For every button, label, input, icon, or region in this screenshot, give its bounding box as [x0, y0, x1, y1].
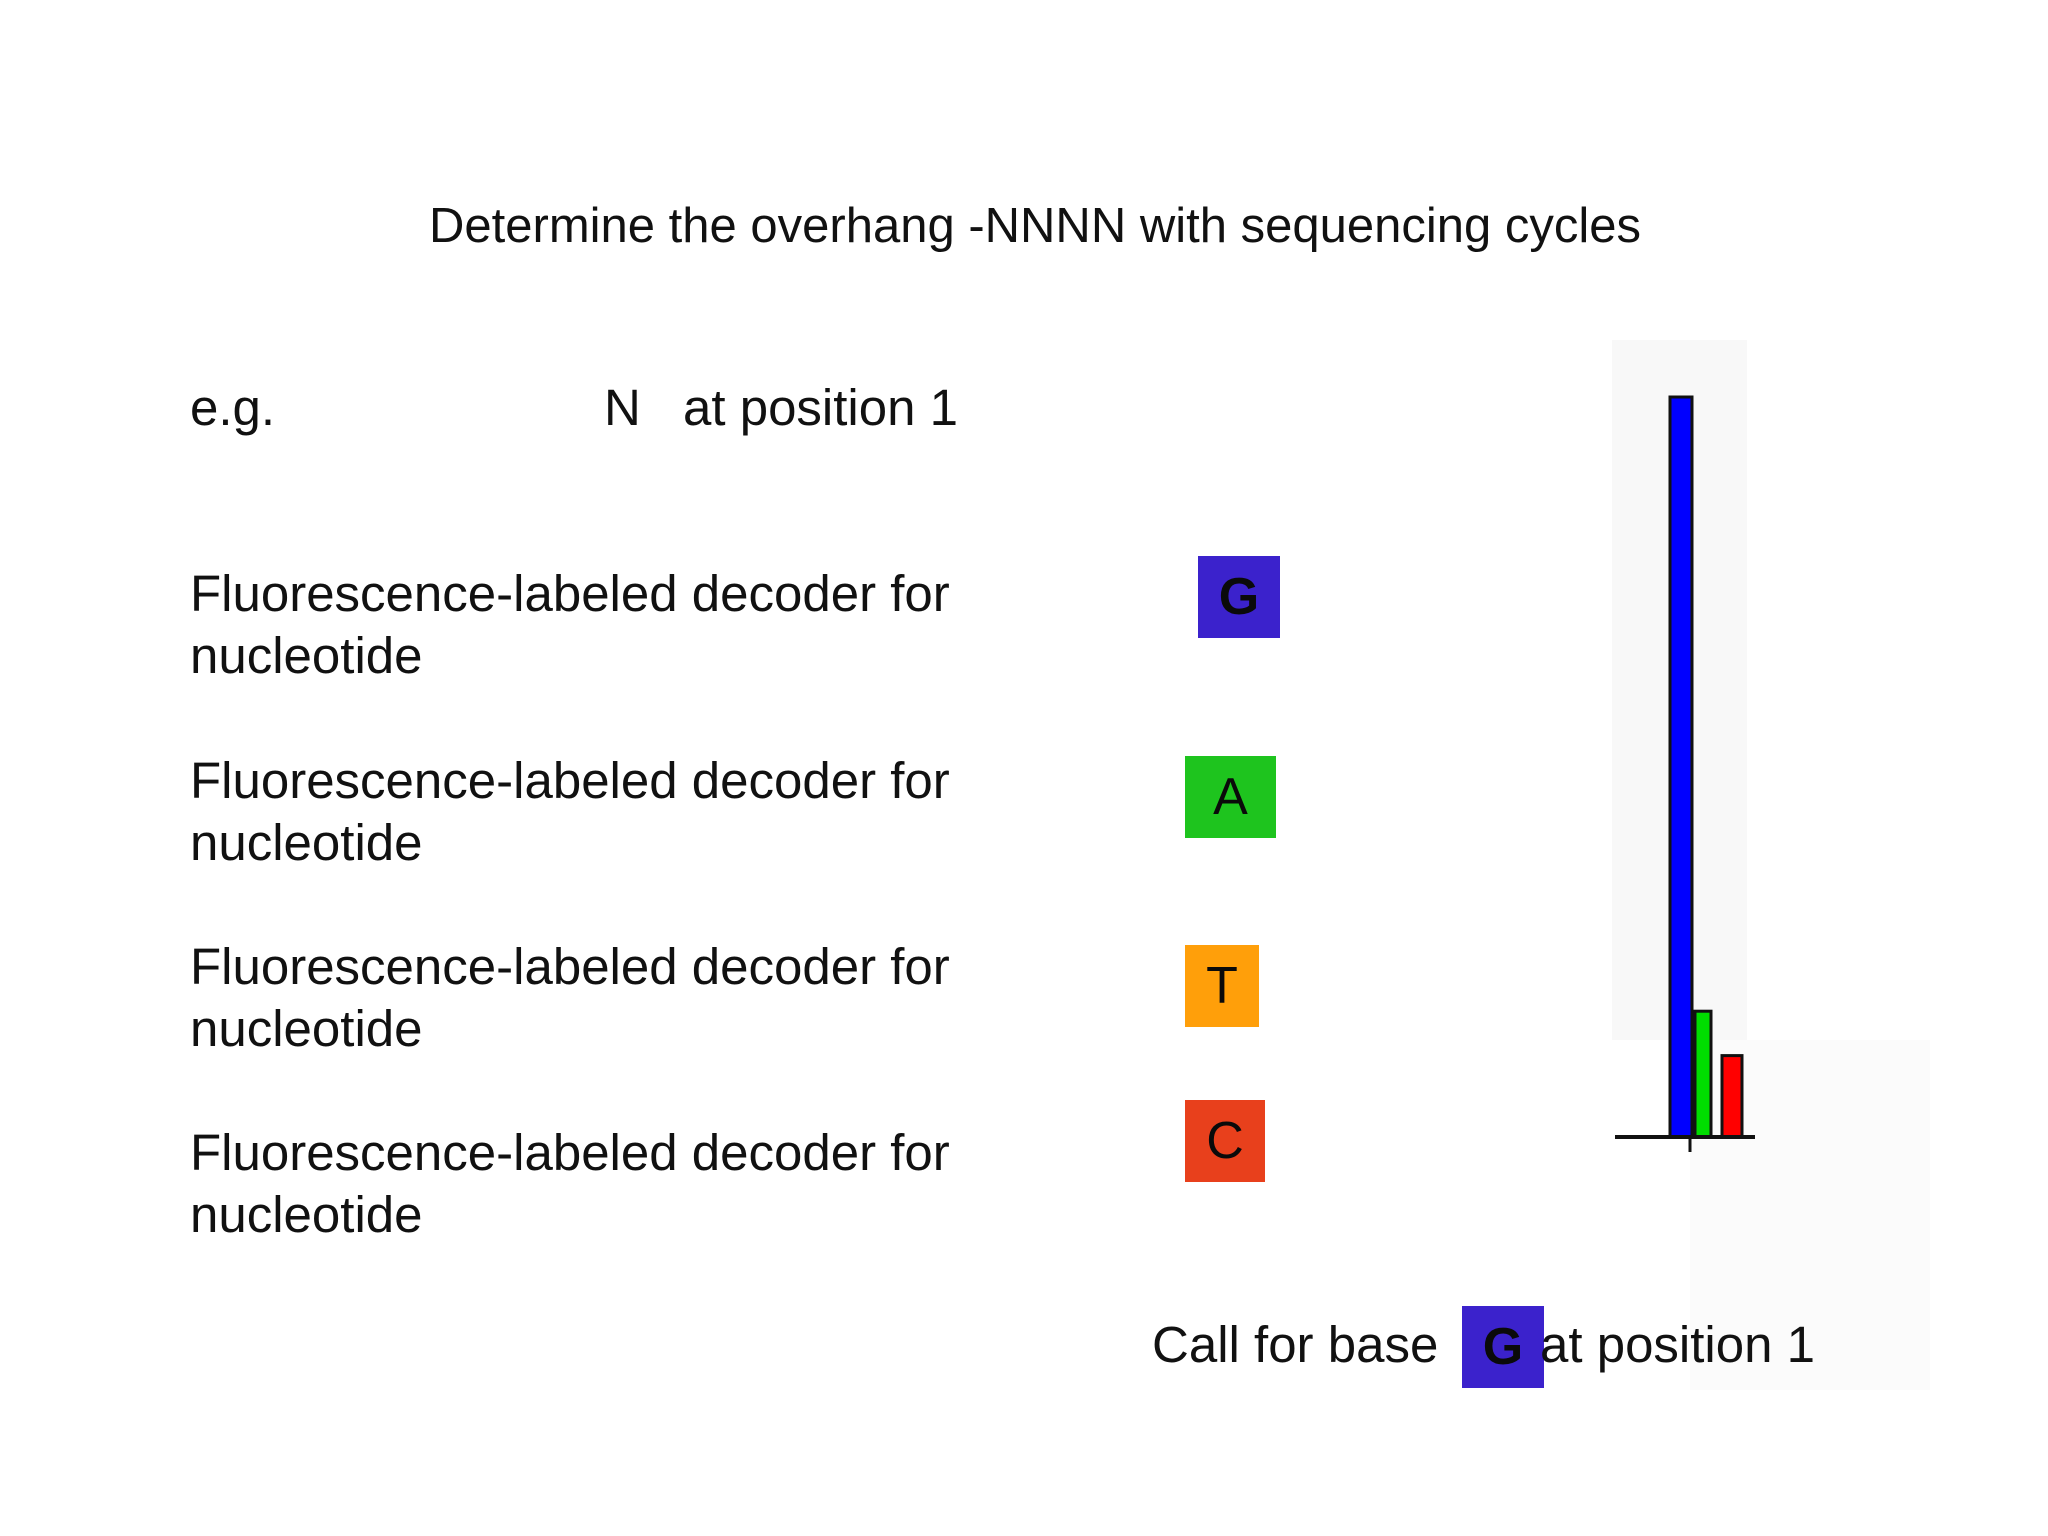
example-label: e.g. [190, 379, 276, 436]
call-suffix: at position 1 [1540, 1316, 1816, 1373]
slide-title: Determine the overhang -NNNN with sequen… [429, 199, 1641, 253]
decoder-text-line2: nucleotide [190, 814, 423, 871]
decoder-text-line2: nucleotide [190, 1000, 423, 1057]
base-badge-a: A [1185, 756, 1276, 838]
decoder-text-line1: Fluorescence-labeled decoder for [190, 938, 950, 995]
base-badge-g: G [1198, 556, 1280, 638]
decoder-row-c: Fluorescence-labeled decoder for nucleot… [190, 1122, 990, 1246]
signal-bars [1668, 395, 1744, 1139]
base-badge-c: C [1185, 1100, 1265, 1182]
call-prefix: Call for base [1152, 1316, 1439, 1373]
signal-bar-a [1693, 1009, 1713, 1139]
signal-chart [1615, 395, 1755, 1152]
signal-bar-g [1668, 395, 1694, 1139]
decoder-text-line2: nucleotide [190, 627, 423, 684]
decoder-text-line1: Fluorescence-labeled decoder for [190, 1124, 950, 1181]
decoder-row-g: Fluorescence-labeled decoder for nucleot… [190, 563, 990, 687]
unknown-base-label: N [604, 379, 641, 436]
position-label: at position 1 [683, 379, 959, 436]
decoder-text-line2: nucleotide [190, 1186, 423, 1243]
decoder-text-line1: Fluorescence-labeled decoder for [190, 752, 950, 809]
decoder-row-a: Fluorescence-labeled decoder for nucleot… [190, 750, 990, 874]
decoder-text-line1: Fluorescence-labeled decoder for [190, 565, 950, 622]
call-base-badge: G [1462, 1306, 1544, 1388]
base-badge-t: T [1185, 945, 1259, 1027]
decoder-row-t: Fluorescence-labeled decoder for nucleot… [190, 936, 990, 1060]
signal-bar-c [1720, 1054, 1744, 1139]
